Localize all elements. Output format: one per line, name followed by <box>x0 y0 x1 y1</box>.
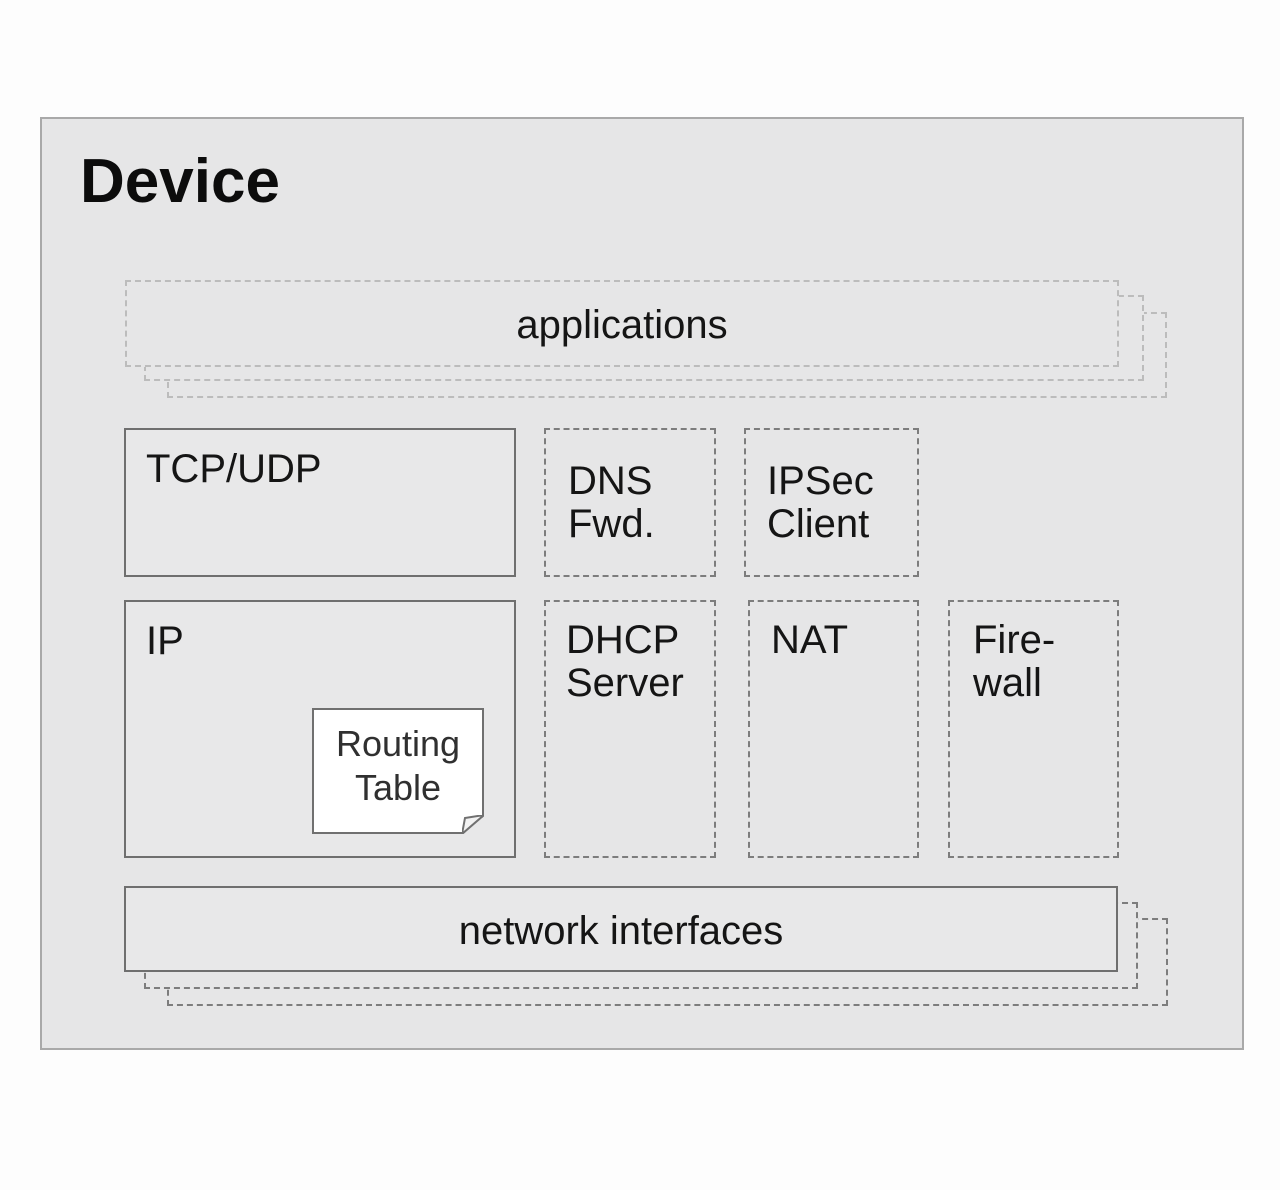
firewall-label: Fire- wall <box>973 618 1056 705</box>
nat-box: NAT <box>748 600 919 858</box>
firewall-box: Fire- wall <box>948 600 1119 858</box>
tcp-udp-box: TCP/UDP <box>124 428 516 577</box>
nat-label: NAT <box>771 618 849 662</box>
routing-table-document: Routing Table <box>312 708 484 834</box>
ip-label: IP <box>146 619 184 663</box>
tcp-udp-label: TCP/UDP <box>146 447 322 491</box>
applications-layer-front: applications <box>125 280 1119 367</box>
dns-fwd-box: DNS Fwd. <box>544 428 716 577</box>
dns-fwd-label: DNS Fwd. <box>568 459 655 546</box>
ipsec-client-box: IPSec Client <box>744 428 919 577</box>
network-interfaces-layer-front: network interfaces <box>124 886 1118 972</box>
routing-table-label: Routing Table <box>335 723 461 808</box>
ipsec-client-label: IPSec Client <box>767 459 874 546</box>
applications-label: applications <box>516 303 728 347</box>
dhcp-server-label: DHCP Server <box>566 618 684 705</box>
document-fold-icon <box>462 815 484 834</box>
dhcp-server-box: DHCP Server <box>544 600 716 858</box>
network-interfaces-label: network interfaces <box>458 909 784 953</box>
device-title: Device <box>80 147 280 216</box>
